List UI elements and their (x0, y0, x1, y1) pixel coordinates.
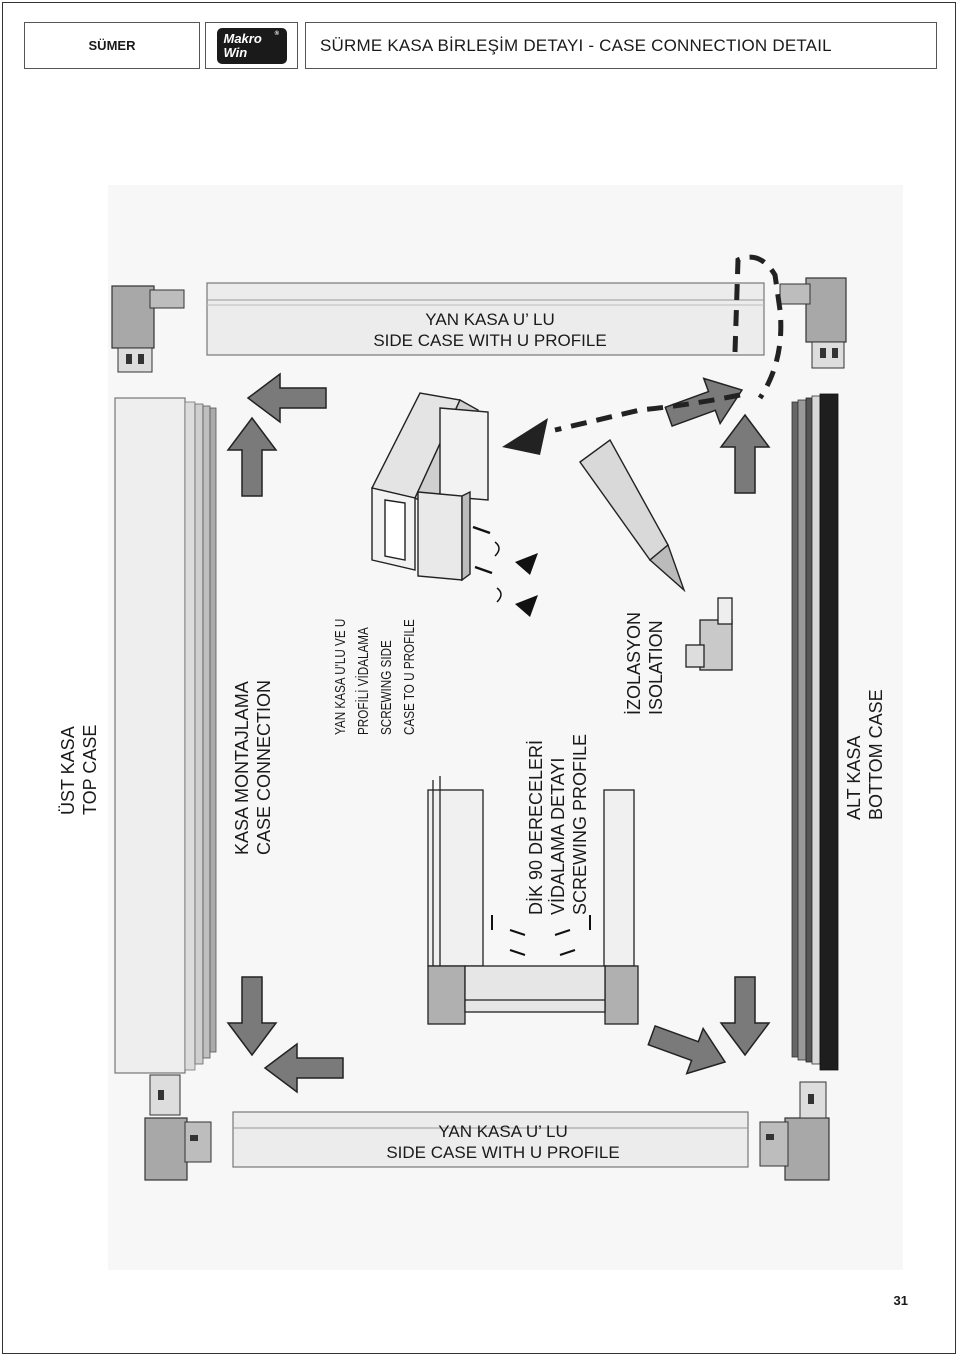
registered-mark: ® (274, 31, 279, 37)
page-title-box: SÜRME KASA BİRLEŞİM DETAYI - CASE CONNEC… (305, 22, 937, 69)
logo-text-line2: Win (223, 44, 248, 60)
brand-box: SÜMER (24, 22, 200, 69)
bottom-side-case-profile (232, 1111, 749, 1168)
corner-connector-bottom-left (144, 1074, 212, 1181)
bottom-case-label-en: BOTTOM CASE (866, 689, 886, 820)
corner-connector-top-right (779, 277, 847, 369)
dik-90-label-line1: DİK 90 DERECELERİ (526, 740, 546, 915)
isolation-label-en: ISOLATION (646, 620, 666, 715)
screwing-label-line2: PROFİLİ VİDALAMA (355, 627, 372, 735)
u-profile-piece (370, 392, 489, 582)
top-side-case-profile (206, 282, 765, 356)
screwing-label-line4: CASE TO U PROFILE (401, 619, 418, 735)
case-connection-label-en: CASE CONNECTION (254, 680, 274, 855)
bottom-case-profile (791, 393, 839, 1071)
top-case-label-tr: ÜST KASA (58, 726, 78, 815)
diagram-background (108, 185, 903, 1270)
corner-connector-bottom-right (759, 1081, 830, 1181)
top-side-case-label-en: SIDE CASE WITH U PROFILE (373, 331, 606, 350)
bottom-side-case-label-en: SIDE CASE WITH U PROFILE (386, 1143, 619, 1162)
page-number: 31 (893, 1293, 908, 1308)
brand-name: SÜMER (88, 38, 136, 53)
bottom-side-case-label-tr: YAN KASA U’ LU (438, 1122, 567, 1141)
dik-90-label-line2: VİDALAMA DETAYI (548, 758, 568, 915)
bottom-case-label-tr: ALT KASA (844, 736, 864, 820)
screwing-label-line1: YAN KASA U'LU VE U (332, 619, 349, 735)
dashed-arrow-head (502, 418, 548, 455)
logo-text-line1: Makro (223, 30, 262, 46)
dashed-connection-path (554, 254, 784, 433)
screw-icons (472, 525, 502, 603)
isolation-corner-piece (685, 597, 733, 671)
corner-screws (491, 915, 591, 956)
vertical-joint-detail (427, 776, 639, 1025)
screw-direction-arrows (515, 553, 538, 617)
top-side-case-label-tr: YAN KASA U’ LU (425, 310, 554, 329)
corner-connector-top-left (111, 285, 185, 373)
dik-90-label-line3: SCREWING PROFILE (570, 734, 590, 915)
top-case-profile (114, 397, 217, 1074)
case-connection-label-tr: KASA MONTAJLAMA (232, 681, 252, 855)
isolation-label-tr: İZOLASYON (624, 612, 644, 715)
silicone-gun (579, 438, 686, 593)
screwing-label-line3: SCREWING SIDE (378, 640, 395, 735)
makrowin-logo: Makro Win ® (216, 27, 287, 64)
logo-box: Makro Win ® (205, 22, 298, 69)
page-title: SÜRME KASA BİRLEŞİM DETAYI - CASE CONNEC… (320, 35, 832, 55)
top-case-label-en: TOP CASE (80, 725, 100, 815)
